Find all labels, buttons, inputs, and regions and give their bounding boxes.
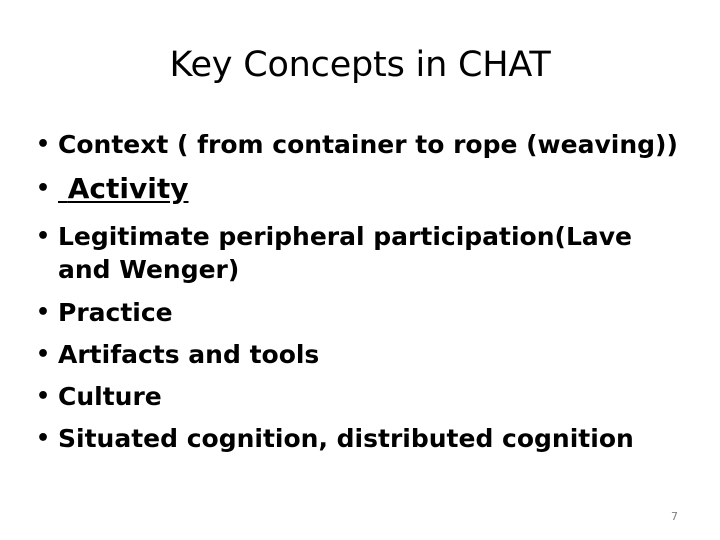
list-item-label: Artifacts and tools bbox=[58, 340, 320, 369]
list-item-label: Culture bbox=[58, 382, 162, 411]
bullet-list: • Context ( from container to rope (weav… bbox=[36, 128, 684, 460]
list-item: • Context ( from container to rope (weav… bbox=[36, 128, 684, 162]
bullet-icon: • bbox=[36, 384, 51, 409]
list-item: • Practice bbox=[36, 292, 684, 334]
bullet-icon: • bbox=[36, 176, 51, 201]
list-item: • Culture bbox=[36, 376, 684, 418]
bullet-icon: • bbox=[36, 342, 51, 367]
list-item-label: Situated cognition, distributed cognitio… bbox=[58, 424, 634, 453]
bullet-icon: • bbox=[36, 426, 51, 451]
list-item: • Activity bbox=[36, 170, 684, 208]
bullet-icon: • bbox=[36, 132, 51, 157]
list-item: • Situated cognition, distributed cognit… bbox=[36, 418, 684, 460]
page-title: Key Concepts in CHAT bbox=[169, 45, 551, 85]
list-item-label: Legitimate peripheral participation(Lave… bbox=[58, 222, 641, 284]
list-item: • Legitimate peripheral participation(La… bbox=[36, 220, 684, 286]
list-item-label: Context ( from container to rope (weavin… bbox=[58, 130, 678, 159]
bullet-icon: • bbox=[36, 224, 51, 249]
list-item-label: Activity bbox=[58, 172, 189, 205]
bullet-icon: • bbox=[36, 300, 51, 325]
page-number: 7 bbox=[671, 510, 678, 523]
list-item-label: Practice bbox=[58, 298, 173, 327]
list-item: • Artifacts and tools bbox=[36, 334, 684, 376]
